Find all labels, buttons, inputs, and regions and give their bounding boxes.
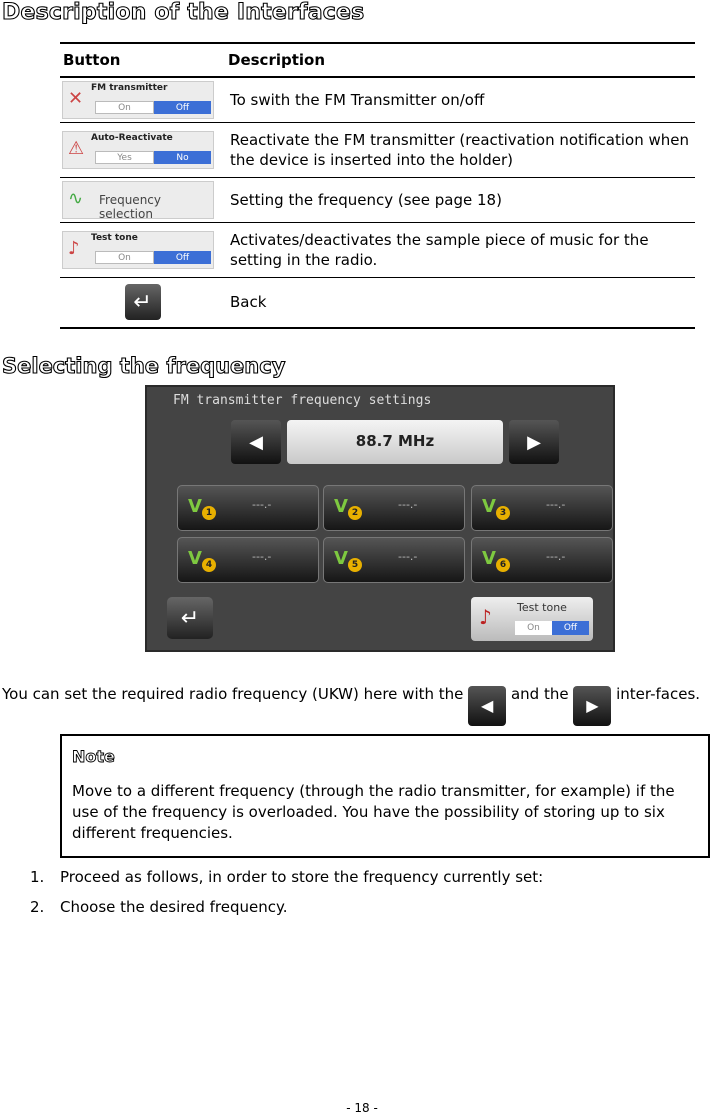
row-description: To swith the FM Transmitter on/off (225, 77, 695, 123)
frequency-settings-screenshot: FM transmitter frequency settings ◀ 88.7… (145, 385, 615, 652)
note-text: Move to a different frequency (through t… (72, 782, 675, 842)
list-item: 2.Choose the desired frequency. (30, 898, 288, 916)
row-description: Activates/deactivates the sample piece o… (225, 222, 695, 278)
frequency-icon: ∿ (68, 188, 84, 209)
table-row: ∿ Frequency selection Setting the freque… (60, 177, 695, 223)
row-description: Reactivate the FM transmitter (reactivat… (225, 122, 695, 178)
row-description: Setting the frequency (see page 18) (225, 177, 695, 223)
left-arrow-icon: ◀ (468, 686, 507, 726)
page-number: - 18 - (346, 1101, 378, 1115)
steps-list: 1.Proceed as follows, in order to store … (0, 866, 543, 926)
list-item: 1.Proceed as follows, in order to store … (30, 868, 544, 886)
left-arrow-icon: ◀ (231, 420, 281, 464)
reactivate-icon: ⚠ (68, 138, 85, 159)
heading-interfaces: Description of the Interfaces (1, 0, 365, 26)
music-note-icon: ♪ (68, 238, 80, 259)
row-description: Back (225, 277, 695, 329)
back-arrow-icon: ↵ (124, 284, 161, 321)
antenna-icon: ✕ (68, 88, 84, 109)
right-arrow-icon: ▶ (573, 686, 612, 726)
col-header-description: Description (225, 42, 695, 78)
heading-selecting-frequency: Selecting the frequency (1, 353, 286, 378)
note-title: Note (72, 747, 116, 767)
instruction-paragraph: You can set the required radio frequency… (2, 683, 718, 726)
note-box: Note Move to a different frequency (thro… (60, 734, 710, 858)
frequency-display: 88.7 MHz (287, 420, 503, 464)
right-arrow-icon: ▶ (509, 420, 559, 464)
table-row: ↵ Back (60, 277, 695, 329)
col-header-button: Button (60, 42, 225, 78)
frequency-selection-thumb: ∿ Frequency selection (62, 181, 214, 221)
back-arrow-icon: ↵ (167, 597, 213, 639)
screen-title: FM transmitter frequency settings (173, 393, 432, 408)
table-header-row: Button Description (60, 42, 695, 78)
music-note-icon: ♪ (479, 605, 492, 629)
